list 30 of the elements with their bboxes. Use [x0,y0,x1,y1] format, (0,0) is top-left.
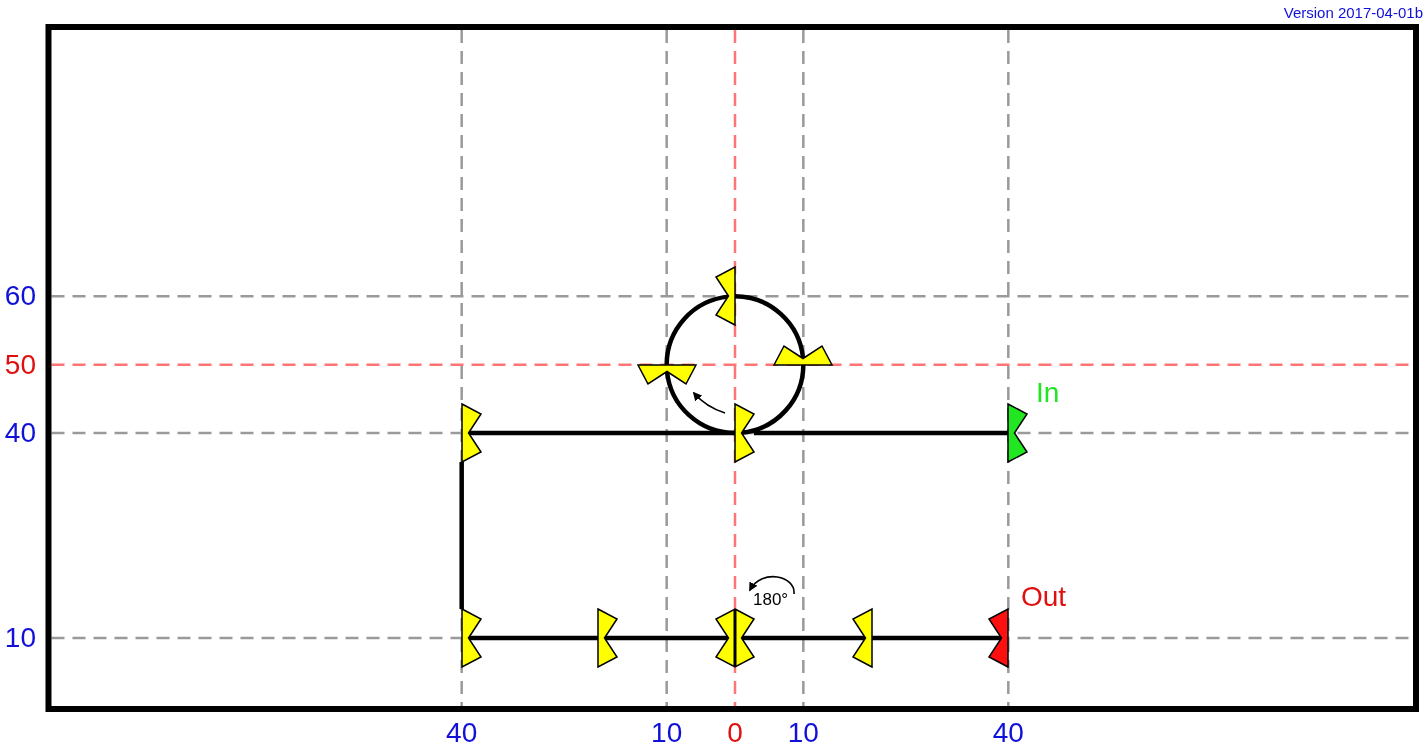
bowtie-marker [715,607,755,668]
track-line [459,462,464,609]
axis-label: 10 [787,719,819,747]
entry-label: In [1036,379,1060,407]
axis-label: 40 [446,719,478,747]
version-label: Version 2017-04-01b [1283,4,1423,20]
axis-label: 60 [4,282,36,311]
axis-label: 0 [727,719,743,747]
bowtie-marker [460,402,482,463]
bowtie-marker [636,363,697,385]
track-arc [664,294,729,365]
track-line [468,430,735,436]
track-arc [741,364,806,435]
bowtie-marker [851,607,873,668]
axis-label: 10 [651,719,683,747]
bowtie-marker [988,607,1010,668]
bowtie-marker [1007,402,1029,463]
bowtie-marker [460,607,482,668]
bowtie-marker [715,266,736,327]
angle-label: 180° [753,590,789,608]
bowtie-marker [734,402,755,463]
track-line [468,635,599,641]
bowtie-marker [597,607,619,668]
axis-label: 10 [4,623,36,652]
axis-label: 50 [4,350,36,379]
axis-label: 40 [992,719,1024,747]
bowtie-marker [773,344,834,366]
exit-label: Out [1021,583,1067,611]
track-line [754,430,1009,436]
axis-label: 40 [4,418,36,447]
